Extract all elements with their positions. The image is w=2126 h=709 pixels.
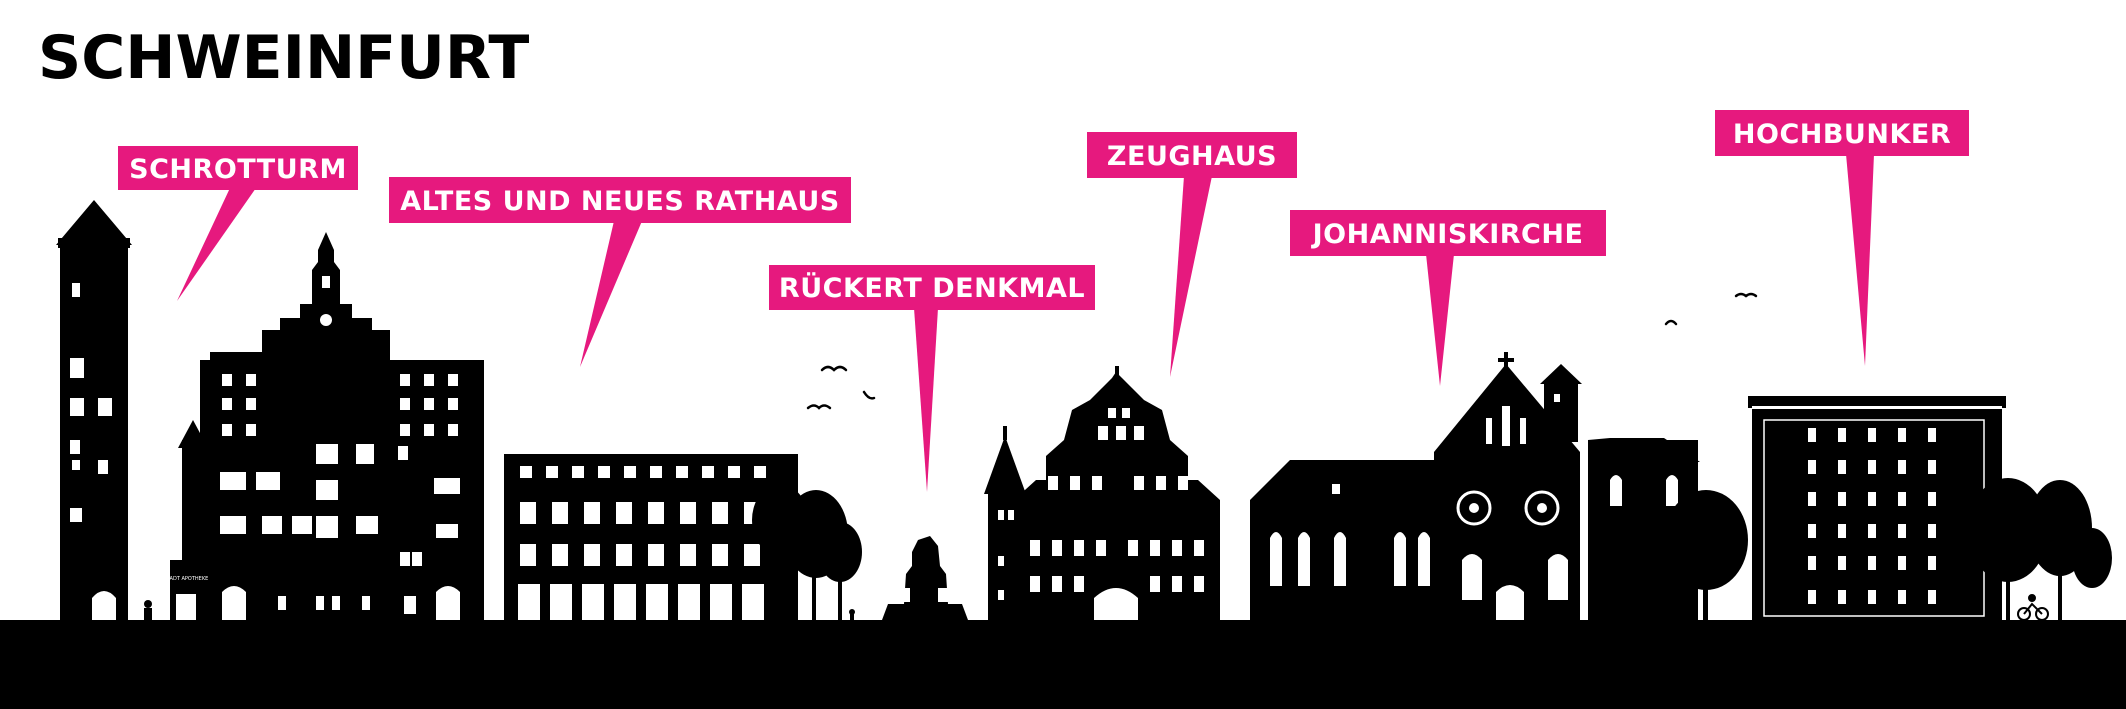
callout-label-schrotturm: SCHROTTURM xyxy=(129,154,347,185)
ground xyxy=(0,620,2126,709)
stadt-apotheke-sign: STADT APOTHEKE xyxy=(164,576,209,582)
callout-label-rueckert: RÜCKERT DENKMAL xyxy=(779,271,1085,304)
schrotturm-building xyxy=(56,200,132,620)
callout-hochbunker: HOCHBUNKER xyxy=(1715,110,1969,366)
trees-center-right xyxy=(1664,490,1748,622)
johanniskirche-building xyxy=(1250,352,1700,620)
callout-zeughaus: ZEUGHAUS xyxy=(1087,132,1297,377)
page-title: SCHWEINFURT xyxy=(38,23,530,93)
cyclist-figure xyxy=(2017,594,2049,621)
birds xyxy=(806,292,1758,410)
trees-far-right xyxy=(1968,478,2112,622)
trees-center-left xyxy=(752,484,862,622)
callout-label-zeughaus: ZEUGHAUS xyxy=(1107,141,1277,172)
callout-rathaus: ALTES UND NEUES RATHAUS xyxy=(389,177,851,367)
zeughaus-building xyxy=(984,366,1220,620)
rueckert-denkmal-monument xyxy=(849,536,968,622)
callout-label-rathaus: ALTES UND NEUES RATHAUS xyxy=(400,186,839,217)
callout-johanniskirche: JOHANNISKIRCHE xyxy=(1290,210,1606,386)
pedestrian-figure xyxy=(144,600,152,622)
callout-label-johanniskirche: JOHANNISKIRCHE xyxy=(1311,219,1584,250)
altes-rathaus-building: STADT APOTHEKE xyxy=(164,232,484,620)
callout-schrotturm: SCHROTTURM xyxy=(118,146,358,301)
hochbunker-building xyxy=(1748,396,2006,620)
neues-rathaus-building xyxy=(504,454,798,620)
callout-rueckert: RÜCKERT DENKMAL xyxy=(769,265,1095,492)
callout-label-hochbunker: HOCHBUNKER xyxy=(1733,119,1951,150)
